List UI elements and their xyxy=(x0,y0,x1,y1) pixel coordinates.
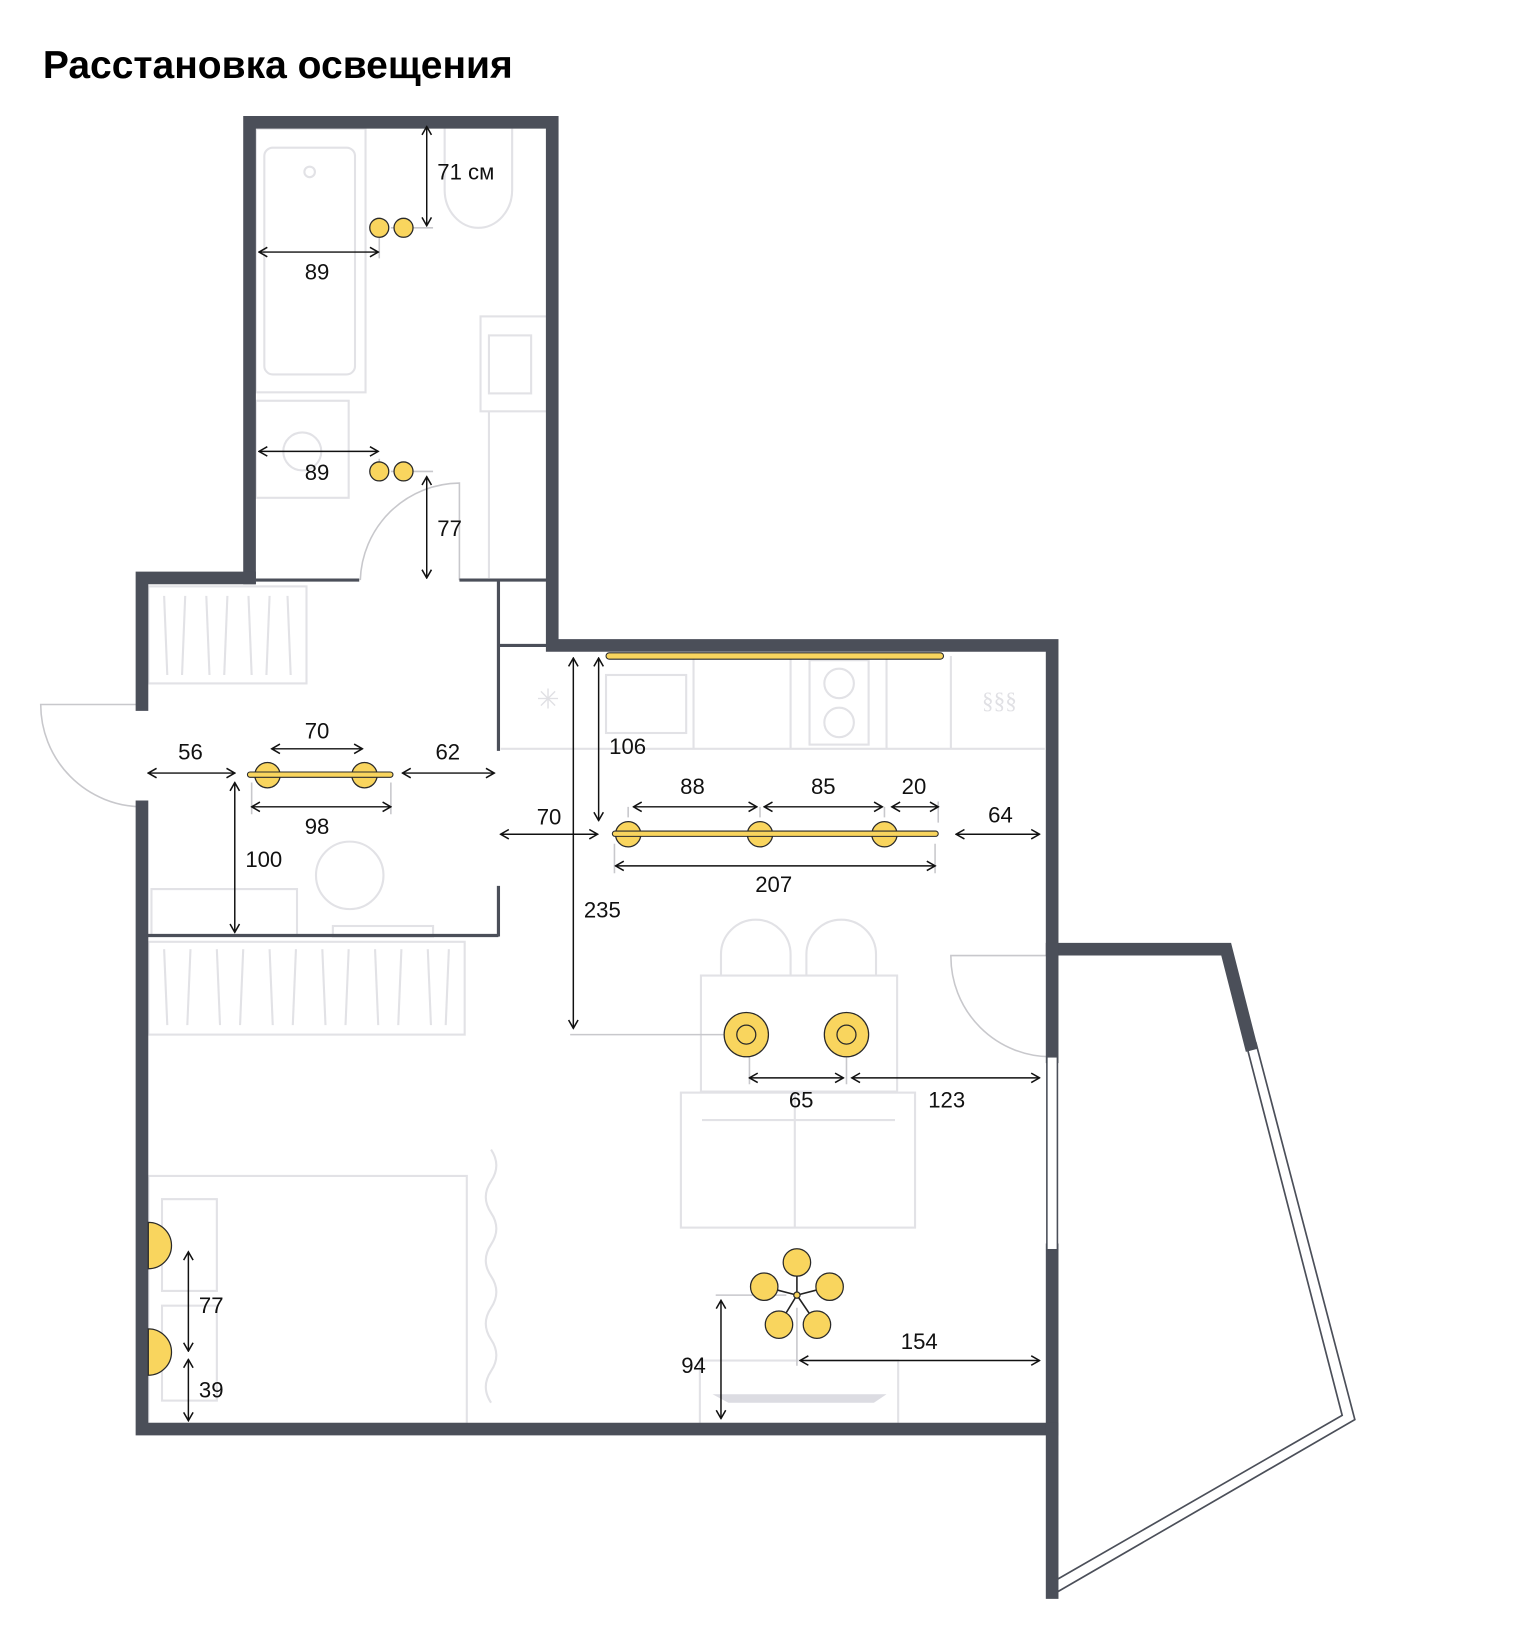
dimension-label: 65 xyxy=(789,1087,814,1112)
dimension-label: 89 xyxy=(305,460,330,485)
balcony-door xyxy=(950,954,1053,1058)
walls xyxy=(135,116,1356,1599)
dimension-label: 89 xyxy=(305,259,330,284)
dimension-label: 39 xyxy=(199,1377,224,1402)
dimension-label: 20 xyxy=(902,774,927,799)
lights xyxy=(147,217,945,1376)
dimension-label: 70 xyxy=(305,718,330,743)
bathroom-spot-light xyxy=(393,217,414,238)
dimension-label: 123 xyxy=(928,1087,965,1112)
dimension-labels: 71 см 89 89 77 70 56 62 98 100 106 70 23… xyxy=(178,159,1013,1402)
dimension-label: 100 xyxy=(245,847,282,872)
bathroom-spot-light xyxy=(393,461,414,482)
svg-text:✳: ✳ xyxy=(537,685,560,715)
dimension-label: 85 xyxy=(811,774,836,799)
dimension-label: 64 xyxy=(988,803,1013,828)
wall-sconce xyxy=(147,1328,173,1376)
kitchen-track xyxy=(611,830,939,837)
svg-text:§§§: §§§ xyxy=(982,689,1017,715)
dimension-label: 154 xyxy=(901,1329,938,1354)
chandelier xyxy=(749,1248,844,1339)
bathroom-spot-light xyxy=(369,461,390,482)
dimension-label: 88 xyxy=(680,774,705,799)
dimension-label: 70 xyxy=(537,805,562,830)
dimension-label: 98 xyxy=(305,814,330,839)
dimension-label: 56 xyxy=(178,739,203,764)
page-title: Расстановка освещения xyxy=(43,44,513,87)
dimension-label: 71 см xyxy=(437,159,494,184)
bathroom-door xyxy=(359,482,461,581)
hallway-track xyxy=(246,771,394,778)
dimension-label: 106 xyxy=(609,734,646,759)
dimension-lines xyxy=(148,127,1039,1421)
dimension-label: 207 xyxy=(755,872,792,897)
dimension-label: 235 xyxy=(584,898,621,923)
dimension-label: 77 xyxy=(437,516,462,541)
wall-sconce xyxy=(147,1221,173,1270)
dimension-label: 77 xyxy=(199,1293,224,1318)
kitchen-led-strip xyxy=(605,652,945,660)
bathroom-spot-light xyxy=(369,217,390,238)
entrance-door xyxy=(39,703,142,808)
dimension-label: 94 xyxy=(681,1353,706,1378)
dimension-label: 62 xyxy=(436,739,461,764)
